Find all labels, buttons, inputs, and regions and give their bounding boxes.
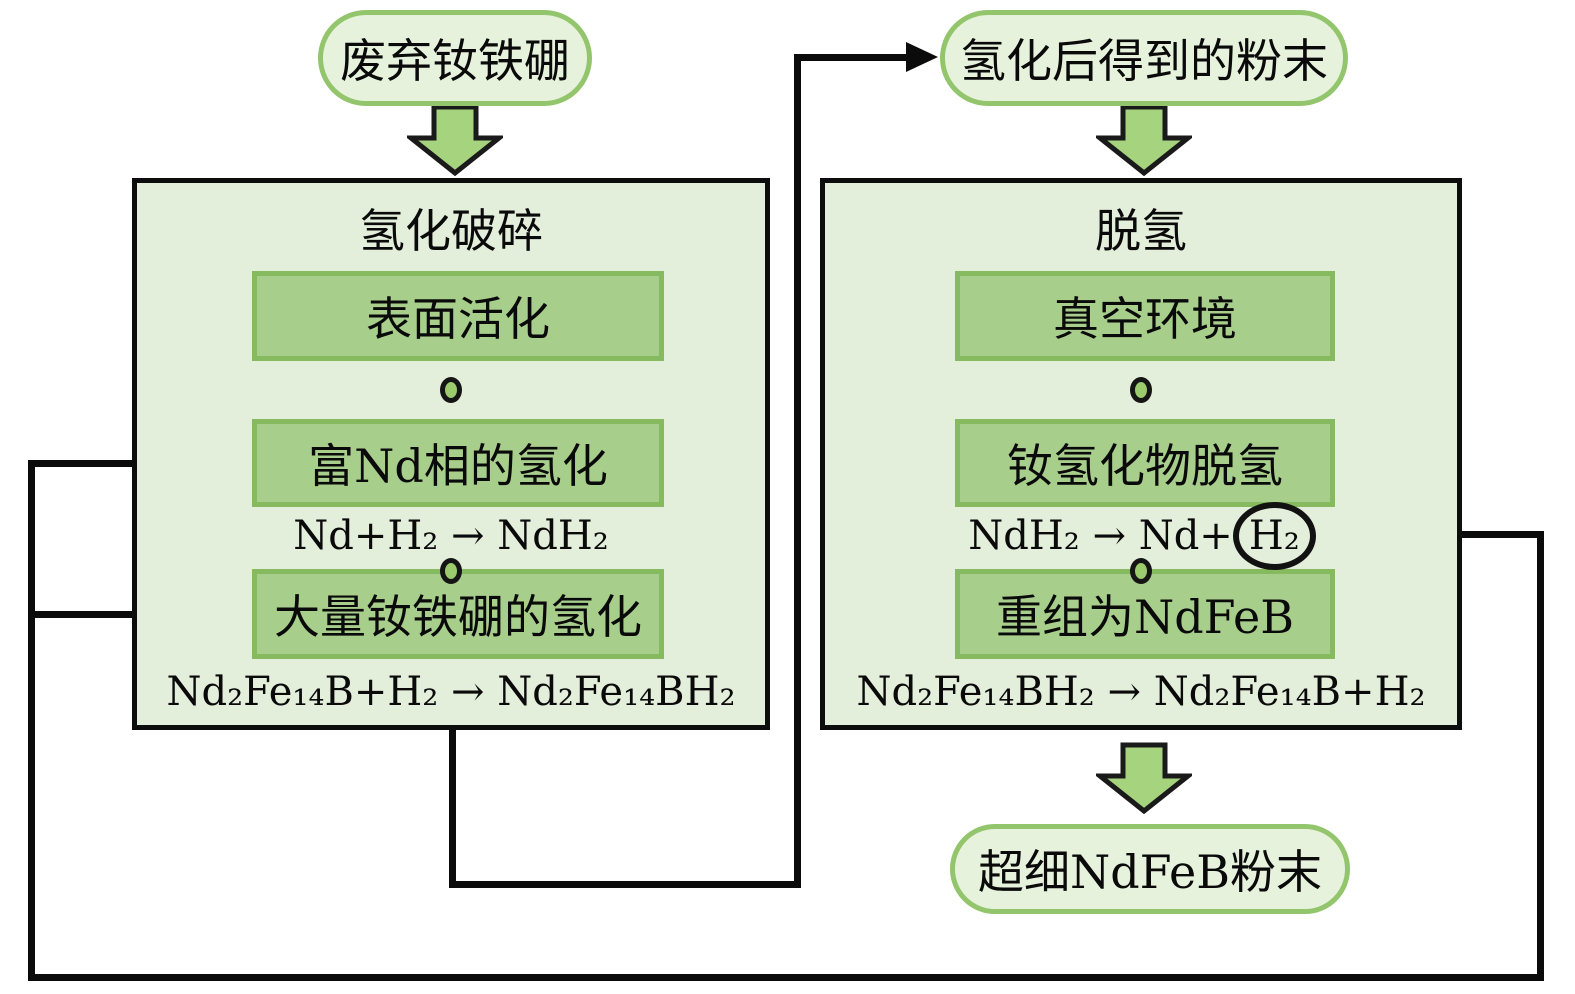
connector-powder-down [449,730,456,888]
vacuum-environment-step: 真空环境 [955,271,1335,361]
nd-hydride-dehydrogenation-step: 钕氢化物脱氢 [955,419,1335,507]
dehydrogenation-panel: 脱氢 真空环境 钕氢化物脱氢 NdH₂ → Nd+ H₂ 重组为NdFeB Nd₂… [820,178,1462,730]
intermediate-node-label: 氢化后得到的粉末 [960,34,1328,88]
nd-rich-phase-hydrogenation-label: 富Nd相的氢化 [308,439,608,493]
connector-h2-left-up [28,460,35,981]
surface-activation-label: 表面活化 [366,292,550,346]
start-node-pill: 废弃钕铁硼 [318,10,592,106]
dehydrogenation-panel-title: 脱氢 [1095,204,1187,258]
sequence-dot [1130,558,1152,584]
nd-hydride-formation-formula: Nd+H₂ → NdH₂ [293,513,609,559]
recycled-hydrogen-circle: H₂ [1232,502,1316,570]
recombination-label: 重组为NdFeB [995,590,1295,644]
bulk-ndfeb-hydrogenation-label: 大量钕铁硼的氢化 [274,590,642,644]
nd-hydride-dehydrogenation-label: 钕氢化物脱氢 [1007,439,1283,493]
down-block-arrow-icon [407,104,503,176]
surface-activation-step: 表面活化 [252,271,664,361]
bulk-ndfeb-hydrogenation-step: 大量钕铁硼的氢化 [252,569,664,659]
connector-powder-up [794,54,801,888]
hydrogenation-panel-title: 氢化破碎 [359,204,543,258]
formula-prefix: NdH₂ → Nd+ [968,513,1233,559]
vacuum-environment-label: 真空环境 [1053,292,1237,346]
sequence-dot [440,377,462,403]
connector-h2-down [1537,531,1544,981]
connector-h2-bottom [28,974,1544,981]
down-block-arrow-icon [1096,104,1192,176]
connector-h2-branch-bottom [28,611,226,618]
hydrogenation-panel: 氢化破碎 表面活化 富Nd相的氢化 Nd+H₂ → NdH₂ 大量钕铁硼的氢化 … [132,178,770,730]
intermediate-node-pill: 氢化后得到的粉末 [940,10,1348,106]
connector-powder-top [794,54,908,61]
arrowhead-into-intermediate [906,42,938,72]
nd-hydride-decomposition-formula: NdH₂ → Nd+ H₂ [825,502,1457,570]
nd-rich-phase-hydrogenation-step: 富Nd相的氢化 [252,419,664,507]
sequence-dot [1130,377,1152,403]
product-node-label: 超细NdFeB粉末 [977,845,1323,899]
ndfeb-hydrogenation-formula: Nd₂Fe₁₄B+H₂ → Nd₂Fe₁₄BH₂ [166,669,736,715]
product-node-pill: 超细NdFeB粉末 [950,824,1350,914]
down-block-arrow-icon [1096,742,1192,814]
recycled-hydrogen-label: H₂ [1248,513,1300,559]
connector-h2-branch-top [28,460,226,467]
connector-powder-right [449,881,801,888]
start-node-label: 废弃钕铁硼 [340,34,570,88]
sequence-dot [440,558,462,584]
ndfeb-dehydrogenation-formula: Nd₂Fe₁₄BH₂ → Nd₂Fe₁₄B+H₂ [856,669,1426,715]
